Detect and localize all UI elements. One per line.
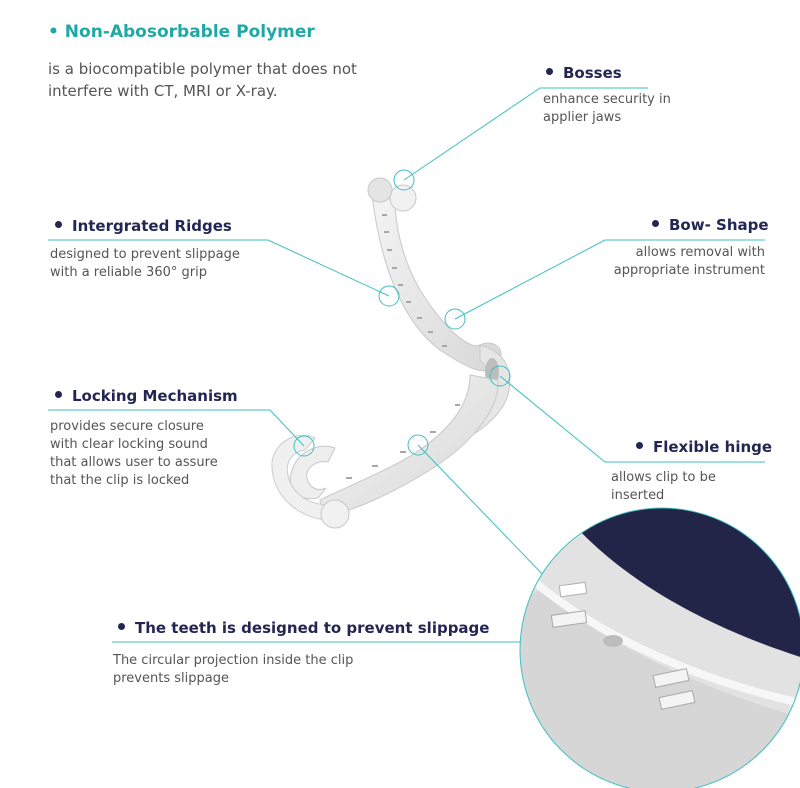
hinge-title: Flexible hinge xyxy=(636,438,772,456)
callout-circles xyxy=(293,169,511,457)
lower-teeth xyxy=(346,404,460,479)
main-description: is a biocompatible polymer that does not… xyxy=(48,60,357,100)
bow-shape-title: Bow- Shape xyxy=(652,216,769,234)
leader-ridges xyxy=(48,239,390,297)
bosses-title-text: Bosses xyxy=(563,64,622,82)
ridges-title: Intergrated Ridges xyxy=(55,217,232,235)
upper-ridges xyxy=(382,214,447,347)
teeth-description: The circular projection inside the clip … xyxy=(113,653,354,686)
hinge-description: allows clip to be inserted xyxy=(611,470,716,503)
bullet-icon xyxy=(55,391,62,398)
ridges-description: designed to prevent slippage with a reli… xyxy=(50,247,240,280)
locking-title: Locking Mechanism xyxy=(55,387,238,405)
bullet-icon xyxy=(652,220,659,227)
leader-bosses xyxy=(403,87,648,181)
bosses-description: enhance security in applier jaws xyxy=(543,92,671,125)
callout-teeth xyxy=(407,434,429,456)
teeth-title: The teeth is designed to prevent slippag… xyxy=(118,619,489,637)
bullet-icon xyxy=(55,221,62,228)
locking-title-text: Locking Mechanism xyxy=(72,387,238,405)
clip-lower-arm xyxy=(319,374,499,519)
main-title: • Non-Abosorbable Polymer xyxy=(48,22,315,42)
bullet-icon xyxy=(118,623,125,630)
bow-shape-description: allows removal with appropriate instrume… xyxy=(613,245,765,278)
leader-hinge xyxy=(499,375,765,463)
clip-lock-hook xyxy=(289,445,336,500)
callout-bow-shape xyxy=(444,308,466,330)
hinge-title-text: Flexible hinge xyxy=(653,438,773,456)
leader-teeth-zoom xyxy=(417,444,549,581)
boss-top-side xyxy=(367,177,393,203)
leader-bow-shape xyxy=(454,239,765,320)
bow-shape-title-text: Bow- Shape xyxy=(669,216,769,234)
boss-bottom xyxy=(320,499,350,529)
leader-lines xyxy=(48,87,765,643)
leader-locking xyxy=(48,409,305,447)
bullet-icon xyxy=(546,68,553,75)
callout-hinge xyxy=(489,365,511,387)
teeth-title-text: The teeth is designed to prevent slippag… xyxy=(135,619,490,637)
callout-ridges xyxy=(378,285,400,307)
bosses-title: Bosses xyxy=(546,64,622,82)
boss-top xyxy=(389,184,417,212)
clip-lock-base xyxy=(271,434,336,521)
callout-bosses xyxy=(393,169,415,191)
bullet-icon xyxy=(636,442,643,449)
locking-description: provides secure closure with clear locki… xyxy=(50,419,218,488)
clip-upper-arm xyxy=(371,194,502,372)
ridges-title-text: Intergrated Ridges xyxy=(72,217,232,235)
polymer-clip xyxy=(271,177,511,529)
teeth-zoom-inset xyxy=(519,507,800,788)
callout-locking xyxy=(293,435,315,457)
